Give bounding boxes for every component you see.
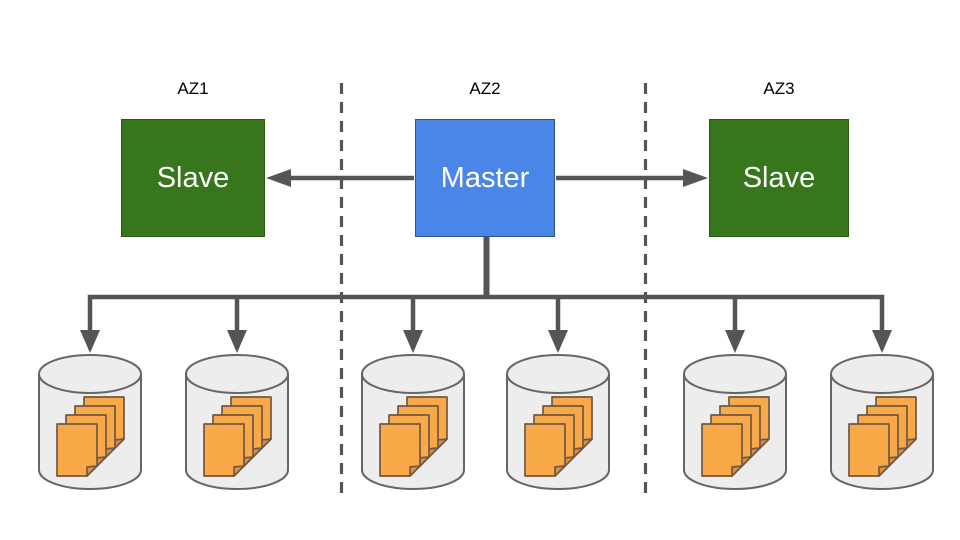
replication-arrow-master-to-slave-az3 — [556, 169, 708, 187]
documents-icon — [848, 396, 917, 477]
replication-arrow-master-to-slave-az1 — [266, 169, 414, 187]
node-slave-az1-label: Slave — [156, 161, 230, 194]
arrowhead-down-icon — [725, 330, 745, 353]
arrowhead-right-icon — [683, 169, 708, 187]
arrowhead-down-icon — [872, 330, 892, 353]
documents-icon — [701, 396, 770, 477]
database-cylinder-az3-1[interactable] — [682, 353, 788, 491]
node-slave-az3[interactable]: Slave — [709, 119, 849, 237]
arrowhead-down-icon — [80, 330, 100, 353]
node-master-az2[interactable]: Master — [415, 119, 555, 237]
documents-icon — [379, 396, 448, 477]
database-cylinder-az3-2[interactable] — [829, 353, 935, 491]
database-cylinder-az2-2[interactable] — [505, 353, 611, 491]
documents-icon — [524, 396, 593, 477]
node-slave-az1[interactable]: Slave — [121, 119, 265, 237]
documents-icon — [56, 396, 125, 477]
arrowhead-down-icon — [227, 330, 247, 353]
node-master-az2-label: Master — [440, 161, 530, 194]
zone-label-az2: AZ2 — [469, 79, 501, 98]
zone-label-az3: AZ3 — [763, 79, 795, 98]
documents-icon — [203, 396, 272, 477]
arrowhead-down-icon — [548, 330, 568, 353]
node-slave-az3-label: Slave — [742, 161, 816, 194]
database-cylinder-az1-2[interactable] — [184, 353, 290, 491]
database-cylinder-az2-1[interactable] — [360, 353, 466, 491]
arrowhead-down-icon — [403, 330, 423, 353]
database-cylinder-az1-1[interactable] — [37, 353, 143, 491]
zone-label-az1: AZ1 — [177, 79, 209, 98]
arrowhead-left-icon — [266, 169, 291, 187]
fan-out-bus-line — [87, 294, 885, 332]
